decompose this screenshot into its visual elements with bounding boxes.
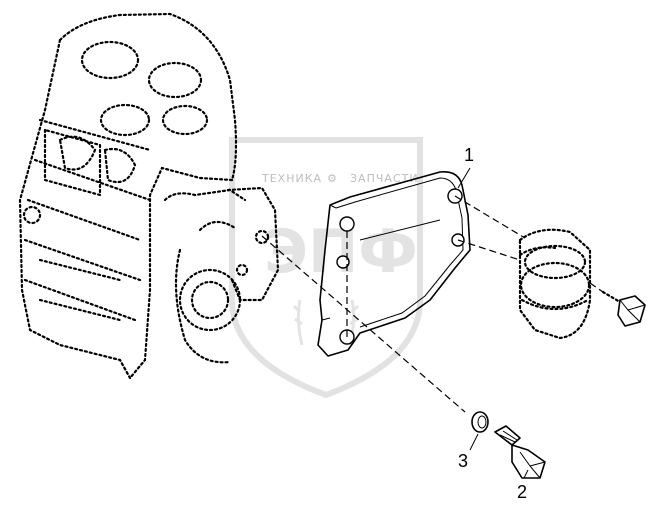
- watermark-logo: ЭПФ: [264, 217, 418, 287]
- callouts: 1 2 3: [457, 145, 529, 502]
- callout-label-2: 2: [517, 482, 527, 502]
- watermark-gear-icon: ⚙: [327, 172, 338, 185]
- callout-label-1: 1: [464, 145, 474, 165]
- mounted-component: [518, 228, 592, 340]
- engine-block: [18, 12, 247, 380]
- washer: [471, 411, 489, 433]
- bolt-front: [494, 425, 546, 479]
- watermark-text-right: ЗАПЧАСТИ: [350, 172, 419, 185]
- assembly-lines: [261, 195, 604, 413]
- watermark: ТЕХНИКА ⚙ ЗАПЧАСТИ ЭПФ: [229, 137, 423, 399]
- callout-label-3: 3: [458, 451, 468, 471]
- bolt-right: [601, 290, 646, 327]
- watermark-shield: [229, 137, 423, 399]
- watermark-text-left: ТЕХНИКА: [261, 172, 322, 185]
- block-mount-flange: [226, 186, 280, 302]
